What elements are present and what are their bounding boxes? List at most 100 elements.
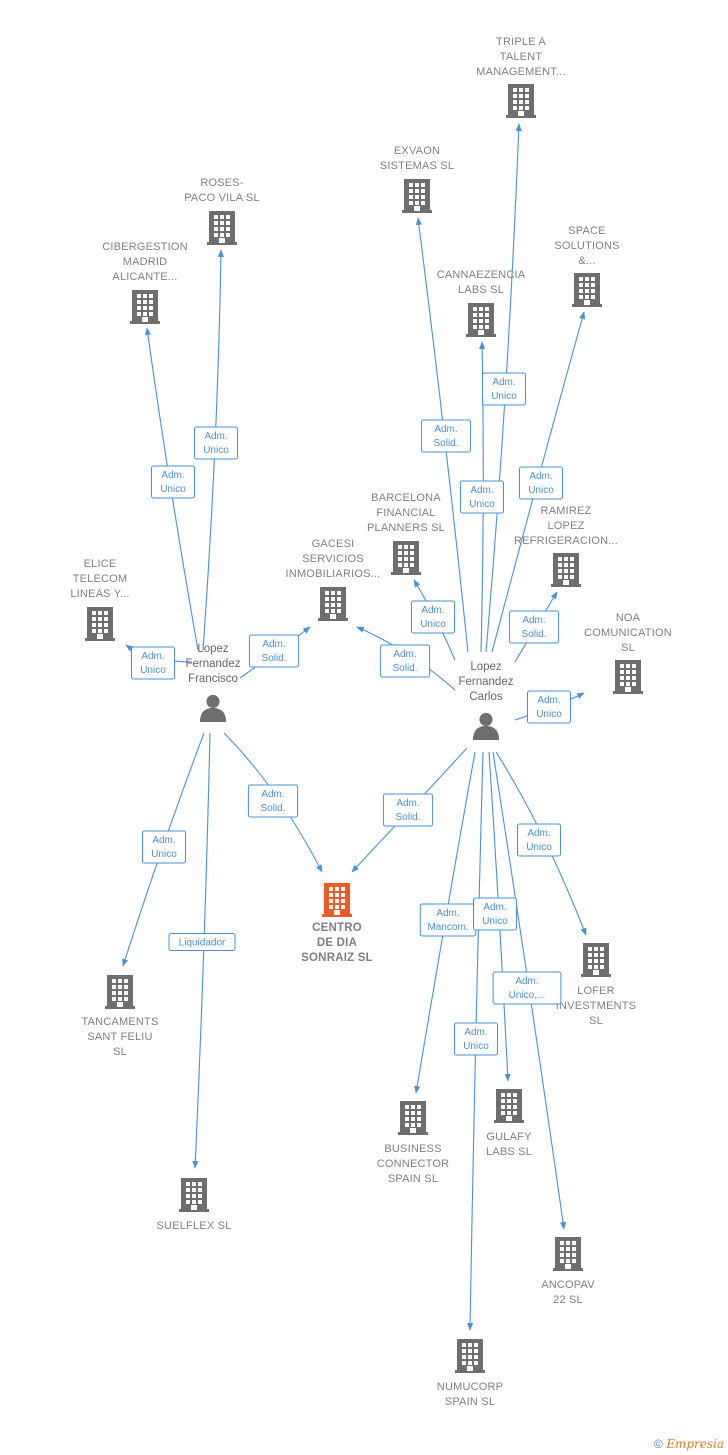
badge-text: Liquidador bbox=[179, 938, 226, 949]
building-icon bbox=[105, 975, 135, 1009]
node-label-line: SPAIN SL bbox=[445, 1396, 495, 1408]
edge-role-badge-p2-business[interactable]: Adm.Mancom. bbox=[419, 903, 477, 937]
company-node-gacesi[interactable]: GACESISERVICIOSINMOBILIARIOS... bbox=[286, 538, 381, 621]
node-label-line: SOLUTIONS bbox=[554, 240, 619, 252]
badge-text: Unico bbox=[469, 499, 495, 510]
badge-text: Unico bbox=[140, 665, 166, 676]
edge-role-badge-p1-tancaments[interactable]: Adm. Unico bbox=[142, 830, 186, 864]
company-node-ramirez[interactable]: RAMIREZLOPEZREFRIGERACION... bbox=[514, 505, 618, 587]
edge-role-badge-p1-ciber[interactable]: Adm.Unico bbox=[151, 465, 195, 499]
building-icon bbox=[455, 1339, 485, 1373]
company-node-roses[interactable]: ROSES-PACO VILA SL bbox=[184, 177, 260, 245]
edge-role-badge-p1-suelflex[interactable]: Liquidador bbox=[168, 933, 236, 951]
badge-box bbox=[492, 971, 562, 1005]
building-icon bbox=[391, 541, 421, 575]
badge-box bbox=[519, 466, 563, 500]
building-icon bbox=[402, 179, 432, 213]
badge-text: Solid. bbox=[395, 812, 420, 823]
edge-role-badge-p1-gacesi[interactable]: Adm.Solid. bbox=[248, 634, 300, 668]
edge-role-badge-p2-lofer[interactable]: Adm.Unico bbox=[517, 823, 561, 857]
node-label-line: CANNAEZENCIA bbox=[437, 269, 526, 281]
node-label-line: TALENT bbox=[500, 51, 543, 63]
building-icon bbox=[85, 607, 115, 641]
edge-role-badge-p2-barcelona[interactable]: Adm.Unico bbox=[411, 600, 455, 634]
company-node-triple[interactable]: TRIPLE ATALENTMANAGEMENT... bbox=[476, 36, 565, 118]
building-icon bbox=[553, 1237, 583, 1271]
node-label-line: 22 SL bbox=[553, 1294, 583, 1306]
edge-role-badge-p2-space[interactable]: Adm. Unico bbox=[519, 466, 563, 500]
building-icon bbox=[572, 273, 602, 307]
badge-text: Adm. bbox=[152, 835, 175, 846]
badge-box bbox=[517, 823, 561, 857]
node-label-line: LINEAS Y... bbox=[70, 588, 129, 600]
edge-role-badge-p2-canna[interactable]: Adm.Unico bbox=[460, 480, 504, 514]
node-label-line: PLANNERS SL bbox=[367, 522, 445, 534]
badge-text: Adm. bbox=[515, 976, 538, 987]
edge-role-badge-p1-elice[interactable]: Adm.Unico bbox=[131, 646, 175, 680]
building-icon bbox=[398, 1101, 428, 1135]
company-node-space[interactable]: SPACESOLUTIONS&... bbox=[554, 225, 619, 307]
badge-text: Unico,... bbox=[509, 990, 546, 1001]
company-node-suelflex[interactable]: SUELFLEX SL bbox=[157, 1178, 232, 1232]
edge-role-badge-p2-ramirez[interactable]: Adm.Solid. bbox=[508, 610, 560, 644]
badge-text: Adm. bbox=[262, 639, 285, 650]
edge-role-badge-p2-triple[interactable]: Adm.Unico bbox=[482, 372, 526, 406]
node-label-line: SANT FELIU bbox=[87, 1031, 152, 1043]
edge-role-badge-p2-focus[interactable]: Adm. Solid. bbox=[382, 793, 434, 827]
node-label-line: LABS SL bbox=[486, 1146, 532, 1158]
edge-role-badge-p2-ancopav[interactable]: Adm. Unico,... bbox=[492, 971, 562, 1005]
edge-role-badge-p1-roses[interactable]: Adm.Unico bbox=[194, 426, 238, 460]
badge-text: Unico bbox=[482, 916, 508, 927]
badge-text: Adm. bbox=[396, 798, 419, 809]
edge-role-badge-p2-exvaon[interactable]: Adm.Solid. bbox=[420, 419, 472, 453]
company-node-exvaon[interactable]: EXVAON SISTEMAS SL bbox=[380, 145, 454, 213]
badge-text: Adm. bbox=[522, 615, 545, 626]
node-label-line: SISTEMAS SL bbox=[380, 160, 454, 172]
node-label-line: &... bbox=[578, 255, 595, 267]
node-label-line: EXVAON bbox=[394, 145, 440, 157]
node-label-line: Fernandez bbox=[459, 676, 514, 688]
badge-box bbox=[151, 465, 195, 499]
badge-text: Adm. bbox=[492, 377, 515, 388]
badge-text: Unico bbox=[528, 485, 554, 496]
badge-text: Unico bbox=[203, 445, 229, 456]
badge-text: Adm. bbox=[421, 605, 444, 616]
badge-text: Adm. bbox=[537, 695, 560, 706]
edge-role-badge-p2-noa[interactable]: Adm.Unico bbox=[527, 690, 571, 724]
node-label-line: SL bbox=[621, 642, 635, 654]
footer-brand[interactable]: © Empresia bbox=[654, 1437, 724, 1451]
edge-role-badge-p2-gacesi[interactable]: Adm.Solid. bbox=[379, 644, 431, 678]
edge-role-badge-p2-numucorp[interactable]: Adm.Unico bbox=[454, 1022, 498, 1056]
person-icon bbox=[199, 694, 227, 722]
node-label-line: Fernandez bbox=[186, 658, 241, 670]
edge-role-badge-p2-gulafy[interactable]: Adm.Unico bbox=[473, 897, 517, 931]
badge-text: Adm. bbox=[529, 471, 552, 482]
node-label-line: CENTRO bbox=[312, 922, 362, 934]
building-icon bbox=[494, 1089, 524, 1123]
badge-text: Unico bbox=[151, 849, 177, 860]
badge-box bbox=[379, 644, 431, 678]
edge-role-badge-p1-focus[interactable]: Adm.Solid. bbox=[247, 784, 299, 818]
node-label-line: SL bbox=[113, 1046, 127, 1058]
company-node-ciber[interactable]: CIBERGESTIONMADRIDALICANTE... bbox=[102, 241, 188, 324]
badges-layer: Adm.UnicoAdm.UnicoAdm.UnicoAdm.Solid.Adm… bbox=[131, 372, 571, 1056]
badge-box bbox=[142, 830, 186, 864]
badge-text: Adm. bbox=[436, 908, 459, 919]
badge-text: Adm. bbox=[261, 789, 284, 800]
badge-text: Adm. bbox=[434, 424, 457, 435]
node-label-line: SERVICIOS bbox=[302, 553, 364, 565]
